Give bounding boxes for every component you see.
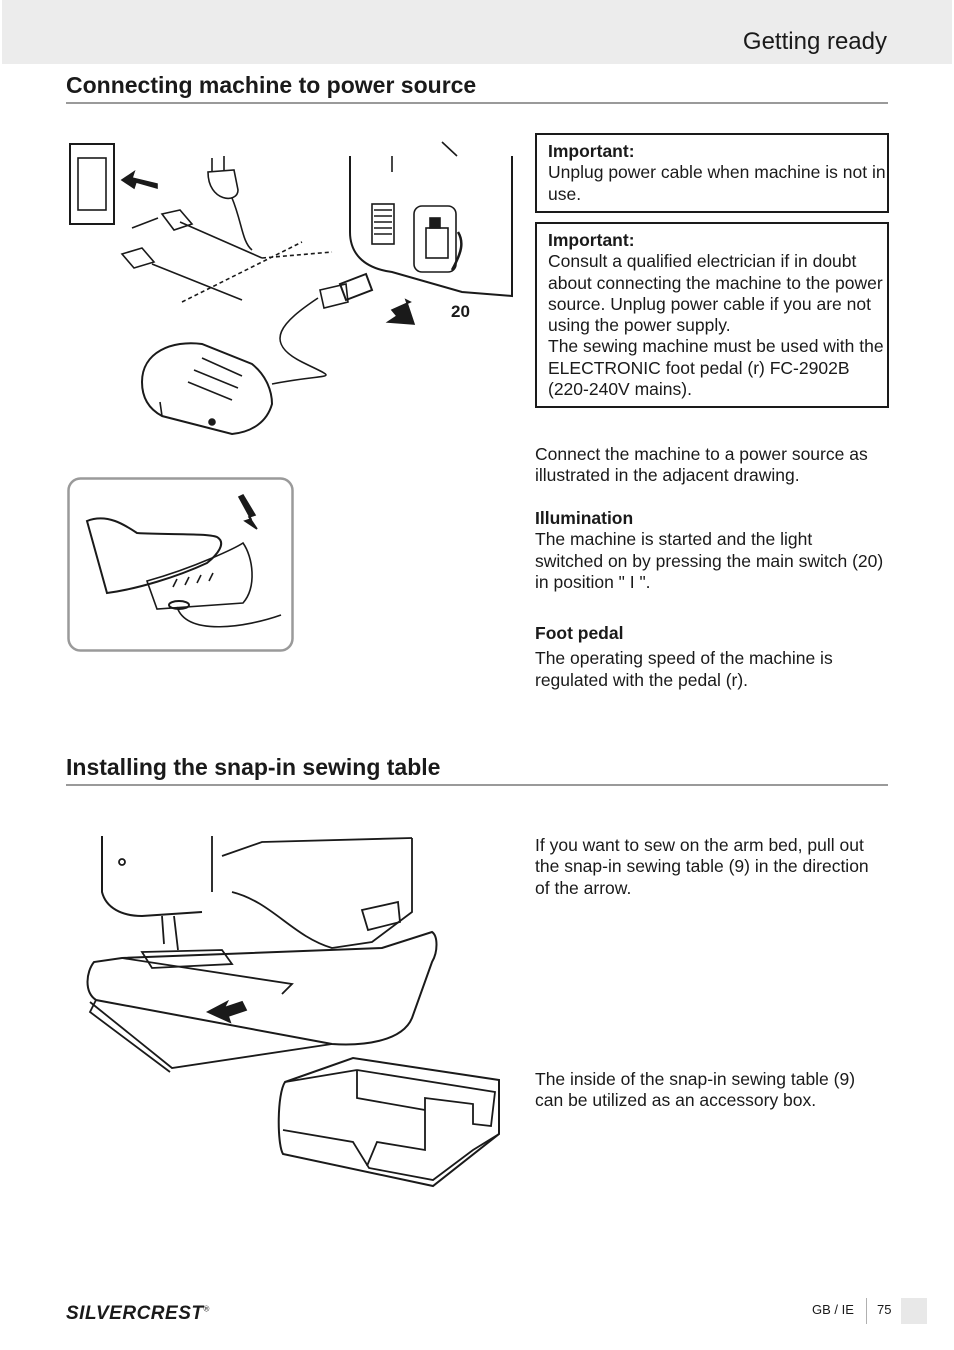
foot-pedal-text: The operating speed of the machine is re… xyxy=(535,648,833,690)
foot-pedal-block: Foot pedal The operating speed of the ma… xyxy=(535,623,885,691)
brand-logo: SILVERCREST® xyxy=(66,1303,210,1325)
accessory-box-text: The inside of the snap-in sewing table (… xyxy=(535,1069,856,1111)
page-tab xyxy=(901,1298,927,1324)
important-heading: Important: xyxy=(548,141,635,161)
illumination-heading: Illumination xyxy=(535,508,634,528)
main-switch-callout: 20 xyxy=(451,302,470,321)
illumination-text: The machine is started and the light swi… xyxy=(535,529,884,592)
registered-mark: ® xyxy=(203,1304,210,1314)
important-text: Consult a qualified electrician if in do… xyxy=(548,251,883,336)
sewing-machine-table-illustration xyxy=(86,836,438,1073)
illumination-block: Illumination The machine is started and … xyxy=(535,508,885,593)
accessory-box-illustration xyxy=(277,1056,500,1188)
important-text-pedal: The sewing machine must be used with the… xyxy=(548,336,884,400)
important-box-unplug: Important: Unplug power cable when machi… xyxy=(535,133,889,213)
important-heading: Important: xyxy=(548,230,635,250)
table-pull-instructions: If you want to sew on the arm bed, pull … xyxy=(535,835,869,898)
connect-instructions: Connect the machine to a power source as… xyxy=(535,444,868,486)
section-rule xyxy=(66,784,888,786)
section-title-table: Installing the snap-in sewing table xyxy=(66,754,441,780)
foot-pedal-heading: Foot pedal xyxy=(535,623,624,643)
language-label: GB / IE xyxy=(812,1302,854,1317)
important-box-electrician: Important: Consult a qualified electrici… xyxy=(535,222,889,409)
brand-name: SILVERCREST xyxy=(66,1303,204,1324)
important-text: Unplug power cable when machine is not i… xyxy=(548,162,886,204)
page-number: 75 xyxy=(877,1302,892,1317)
foot-on-pedal-illustration xyxy=(67,477,294,652)
section-rule xyxy=(66,102,888,104)
footer-divider xyxy=(866,1298,867,1324)
section-title-power: Connecting machine to power source xyxy=(66,72,477,98)
power-connection-illustration xyxy=(69,141,513,436)
chapter-title: Getting ready xyxy=(742,28,887,55)
header-band xyxy=(2,0,952,64)
